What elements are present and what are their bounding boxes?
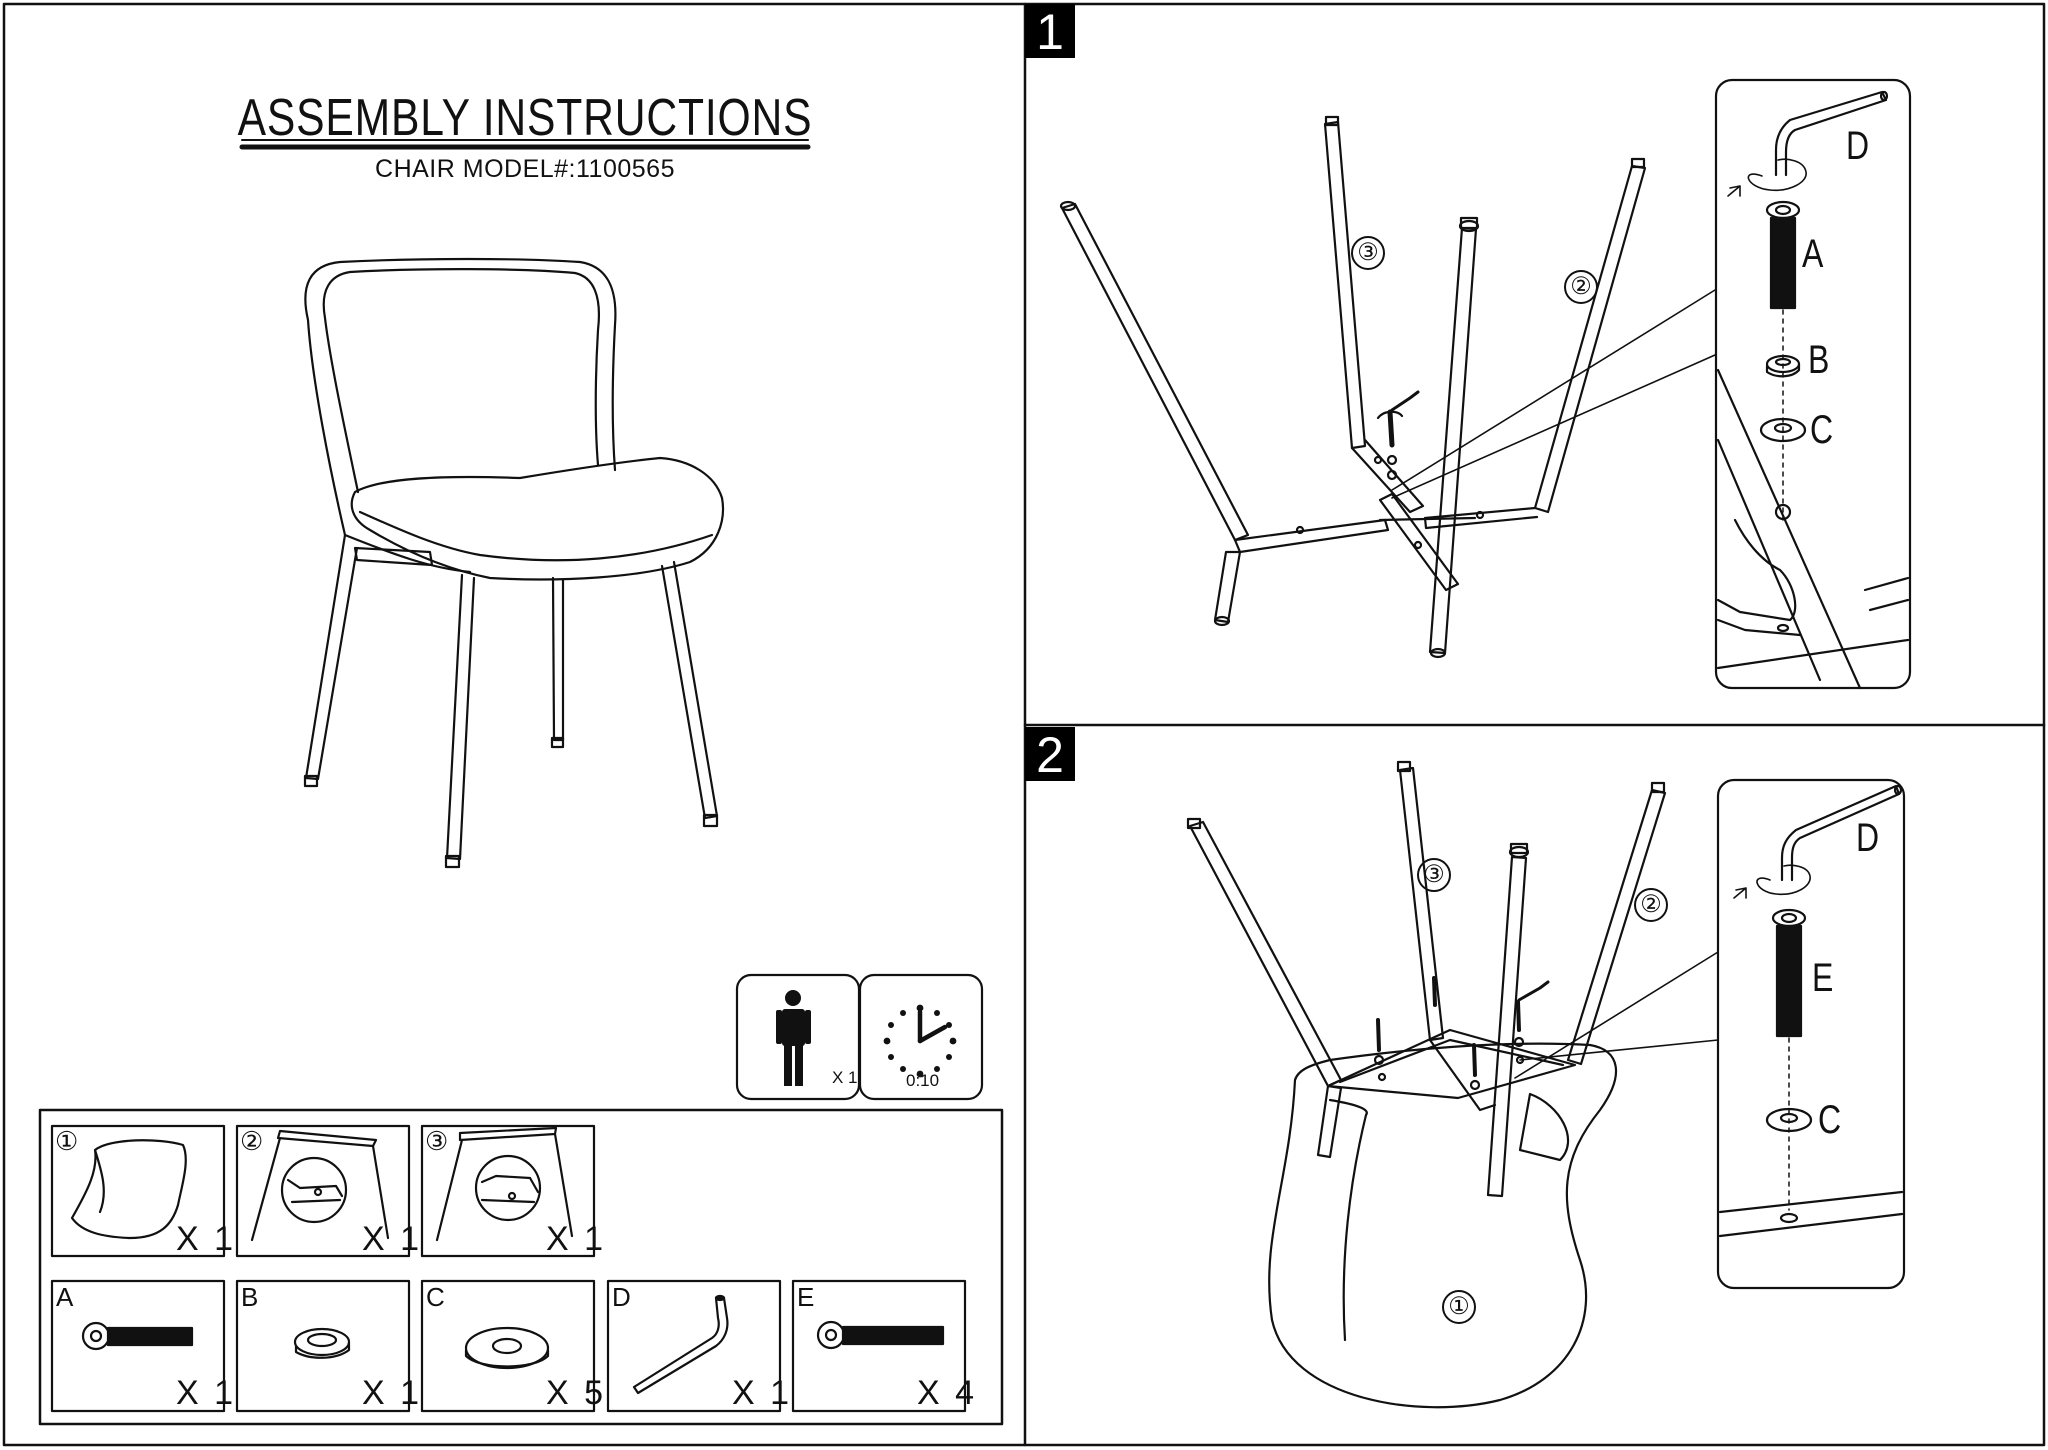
time-box	[858, 973, 984, 1101]
part-3-id: ③	[425, 1126, 449, 1156]
step-1-label-a: A	[1802, 232, 1824, 276]
part-1-seat-sketch	[70, 1139, 187, 1240]
step-2-label-c: C	[1818, 1098, 1842, 1142]
step-2-detail	[1716, 778, 1906, 1290]
step-1-detail-frame	[1714, 78, 1912, 690]
step-1-label-frame-3: ③	[1351, 236, 1385, 270]
title-underline	[239, 139, 811, 150]
step-2-label-frame-3: ③	[1417, 858, 1451, 892]
hardware-b-qty: X 1	[362, 1374, 423, 1412]
step-1-label-b: B	[1808, 338, 1830, 382]
part-2-id: ②	[240, 1126, 264, 1156]
part-1-qty: X 1	[176, 1220, 237, 1258]
hardware-c-qty: X 5	[546, 1374, 607, 1412]
clock-hands	[917, 1009, 948, 1044]
persons-count: X 1	[832, 1068, 858, 1087]
flat-washer-c-sketch	[464, 1326, 550, 1370]
part-2-frame-sketch	[250, 1129, 390, 1242]
hardware-c-id: C	[426, 1282, 445, 1312]
step-2-drawing	[1186, 760, 1719, 1409]
requirement-boxes	[735, 973, 984, 1101]
hardware-d-id: D	[612, 1282, 631, 1312]
step-1-label-frame-2: ②	[1564, 270, 1598, 304]
hardware-e-id: E	[797, 1282, 815, 1312]
parts-list-drawings	[38, 1108, 1004, 1426]
step-1-label-d: D	[1846, 124, 1870, 168]
step-2-label-e: E	[1812, 956, 1834, 1000]
spring-washer-b-sketch	[293, 1327, 351, 1359]
hex-key-d-sketch	[632, 1294, 729, 1395]
part-3-qty: X 1	[546, 1220, 607, 1258]
clock-icon	[883, 1004, 957, 1078]
hardware-a-id: A	[56, 1282, 74, 1312]
hardware-a-qty: X 1	[176, 1374, 237, 1412]
part-2-qty: X 1	[362, 1220, 423, 1258]
step-2-number: 2	[1025, 727, 1075, 783]
hardware-e-qty: X 4	[917, 1374, 978, 1412]
step-1-label-c: C	[1810, 408, 1834, 452]
step-2-detail-frame	[1716, 778, 1906, 1290]
step-1-number: 1	[1025, 4, 1075, 60]
step-1-detail	[1714, 78, 1912, 690]
bolt-a-sketch	[81, 1321, 194, 1351]
chair-illustration	[303, 257, 724, 869]
part-1-id: ①	[55, 1126, 79, 1156]
step-2-label-frame-2: ②	[1634, 888, 1668, 922]
parts-list-frame	[38, 1108, 1004, 1426]
assembly-time: 0:10	[906, 1071, 940, 1090]
bolt-e-sketch	[816, 1320, 945, 1350]
part-3-frame-sketch	[435, 1126, 574, 1242]
person-icon	[776, 990, 811, 1086]
step-2-label-d: D	[1856, 816, 1880, 860]
hardware-b-id: B	[241, 1282, 259, 1312]
step-2-label-seat-1: ①	[1442, 1290, 1476, 1324]
hardware-d-qty: X 1	[732, 1374, 793, 1412]
step-1-drawing	[1059, 115, 1716, 659]
model-number: CHAIR MODEL#:1100565	[375, 155, 675, 183]
page-title: ASSEMBLY INSTRUCTIONS	[237, 89, 813, 147]
